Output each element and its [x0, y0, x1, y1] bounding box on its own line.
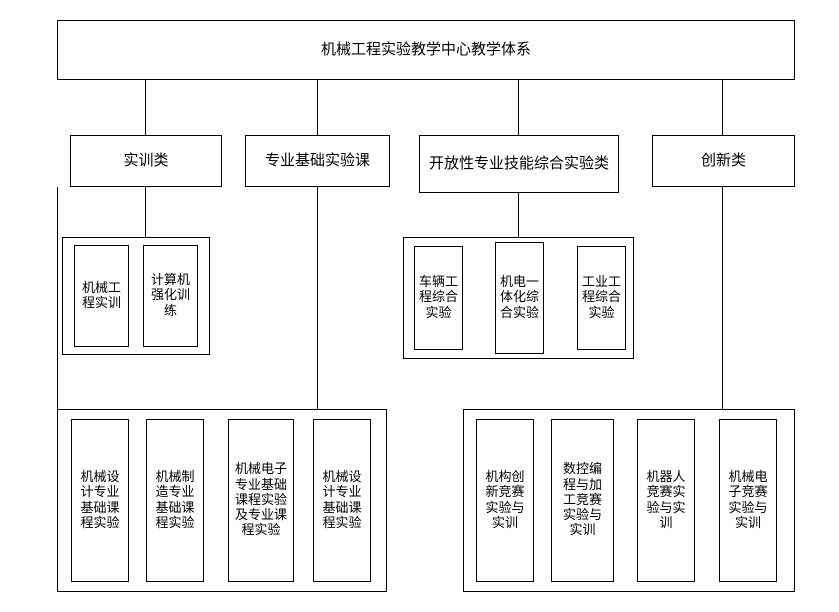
- level2-node-innovation: 创新类: [652, 135, 795, 187]
- training-leaf-1: 机械工程实训: [74, 245, 129, 347]
- innovation-leaf-4: 机械电子竞赛实验与实训: [719, 419, 777, 582]
- innovation-leaf-2-label: 数控编程与加工竞赛实验与实训: [562, 462, 602, 539]
- training-leaf-2-label: 计算机强化训练: [150, 273, 190, 319]
- basic-course-leaf-3: 机械电子专业基础课程实验及专业课程实验: [228, 419, 294, 582]
- innovation-leaf-3-label: 机器人竞赛实验与实训: [646, 469, 686, 531]
- level2-label-training: 实训类: [123, 151, 169, 170]
- open-skill-leaf-2-label: 机电一体化综合实验: [499, 275, 539, 321]
- connector-basic-course-to-group: [317, 187, 318, 409]
- root-node-box: 机械工程实验教学中心教学体系: [57, 20, 795, 80]
- level2-node-training: 实训类: [70, 135, 222, 187]
- innovation-leaf-2: 数控编程与加工竞赛实验与实训: [551, 419, 614, 582]
- connector-root-to-training: [145, 80, 146, 135]
- basic-course-leaf-1: 机械设计专业基础课程实验: [71, 419, 129, 582]
- basic-course-leaf-4-label: 机械设计专业基础课程实验: [322, 469, 362, 531]
- root-node-label: 机械工程实验教学中心教学体系: [320, 40, 531, 59]
- open-skill-leaf-1: 车辆工程综合实验: [414, 246, 463, 350]
- open-skill-leaf-1-label: 车辆工程综合实验: [418, 275, 458, 321]
- connector-root-to-open-skill: [518, 80, 519, 135]
- basic-course-leaf-2-label: 机械制造专业基础课程实验: [155, 469, 195, 531]
- connector-training-to-bottom-group: [57, 187, 58, 409]
- level2-label-basic-course: 专业基础实验课: [264, 151, 370, 170]
- connector-root-to-basic-course: [317, 80, 318, 135]
- training-leaf-2: 计算机强化训练: [143, 245, 198, 347]
- innovation-leaf-1-label: 机构创新竞赛实验与实训: [485, 469, 525, 531]
- innovation-leaf-3: 机器人竞赛实验与实训: [637, 419, 695, 582]
- open-skill-leaf-3: 工业工程综合实验: [577, 246, 626, 350]
- basic-course-leaf-3-label: 机械电子专业基础课程实验及专业课程实验: [234, 462, 287, 539]
- level2-node-basic-course: 专业基础实验课: [245, 135, 390, 187]
- open-skill-leaf-2: 机电一体化综合实验: [495, 242, 544, 354]
- open-skill-leaf-3-label: 工业工程综合实验: [581, 275, 621, 321]
- level2-label-innovation: 创新类: [700, 151, 746, 170]
- basic-course-leaf-2: 机械制造专业基础课程实验: [146, 419, 204, 582]
- connector-training-to-group: [145, 187, 146, 237]
- innovation-leaf-1: 机构创新竞赛实验与实训: [476, 419, 534, 582]
- innovation-leaf-4-label: 机械电子竞赛实验与实训: [728, 469, 768, 531]
- level2-label-open-skill: 开放性专业技能综合实验类: [428, 154, 609, 173]
- connector-root-to-innovation: [722, 80, 723, 135]
- connector-open-skill-to-group: [518, 193, 519, 237]
- connector-innovation-to-group: [722, 187, 723, 409]
- basic-course-leaf-4: 机械设计专业基础课程实验: [313, 419, 371, 582]
- level2-node-open-skill: 开放性专业技能综合实验类: [419, 135, 619, 193]
- training-leaf-1-label: 机械工程实训: [81, 280, 121, 311]
- basic-course-leaf-1-label: 机械设计专业基础课程实验: [80, 469, 120, 531]
